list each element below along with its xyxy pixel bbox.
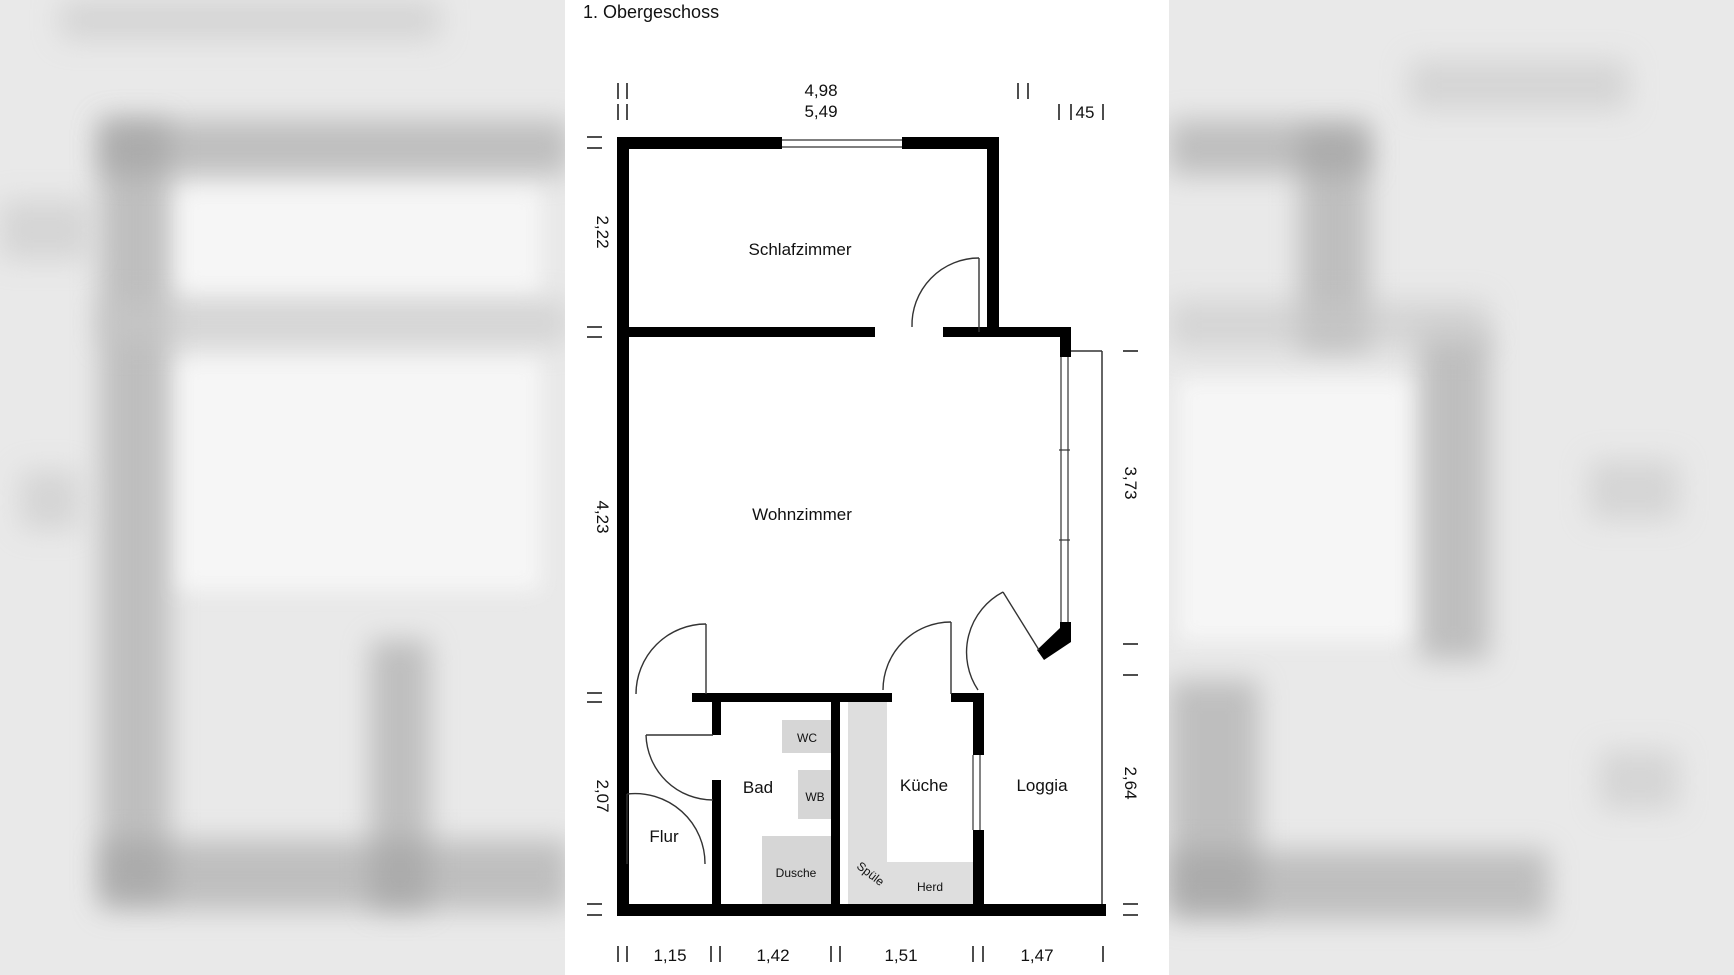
wb-fixture <box>798 770 831 819</box>
blurred-background-left <box>0 0 565 975</box>
dimension-right-lower: 2,64 <box>1121 766 1140 799</box>
door-bathroom <box>645 734 714 801</box>
dimension-left-middle: 4,23 <box>593 500 612 533</box>
dimension-left-lower: 2,07 <box>593 779 612 812</box>
fixture-label-dusche: Dusche <box>776 866 817 880</box>
dimension-bottom-flur: 1,15 <box>653 946 686 965</box>
loggia-outline <box>1069 350 1103 912</box>
room-label-bad: Bad <box>743 778 773 797</box>
dimension-top-outer: 5,49 <box>804 102 837 121</box>
door-loggia <box>965 591 1040 691</box>
dimension-top-right: 45 <box>1076 103 1095 122</box>
dimension-left-upper: 2,22 <box>593 215 612 248</box>
window-bedroom <box>780 138 904 149</box>
fixture-label-herd: Herd <box>917 880 943 894</box>
door-bedroom <box>911 257 980 332</box>
wc-fixture <box>782 720 831 753</box>
dimension-top-inner: 4,98 <box>804 81 837 100</box>
dimension-bottom-loggia: 1,47 <box>1020 946 1053 965</box>
window-kitchen <box>971 755 982 830</box>
floor-plan-panel: 1. Obergeschoss <box>565 0 1169 975</box>
room-label-schlafzimmer: Schlafzimmer <box>749 240 852 259</box>
dimension-ticks <box>587 83 1138 962</box>
room-label-kueche: Küche <box>900 776 948 795</box>
walls <box>617 137 1106 916</box>
room-label-flur: Flur <box>649 827 679 846</box>
fixture-label-wc: WC <box>797 731 817 745</box>
blurred-background-right <box>1169 0 1734 975</box>
door-living-room <box>635 623 707 695</box>
kitchen-counter-bottom <box>848 862 978 904</box>
fixture-label-wb: WB <box>805 790 824 804</box>
floor-title: 1. Obergeschoss <box>583 2 720 22</box>
room-label-wohnzimmer: Wohnzimmer <box>752 505 852 524</box>
door-kitchen <box>882 621 952 694</box>
dimension-right-upper: 3,73 <box>1121 466 1140 499</box>
room-label-loggia: Loggia <box>1016 776 1068 795</box>
dimension-bottom-kueche: 1,51 <box>884 946 917 965</box>
dimension-bottom-bad: 1,42 <box>756 946 789 965</box>
shower-fixture <box>762 836 831 904</box>
door-entrance <box>626 792 706 865</box>
window-living-room <box>1059 355 1070 625</box>
floor-plan-drawing: Schlafzimmer Wohnzimmer Bad Küche Loggia… <box>587 81 1140 965</box>
